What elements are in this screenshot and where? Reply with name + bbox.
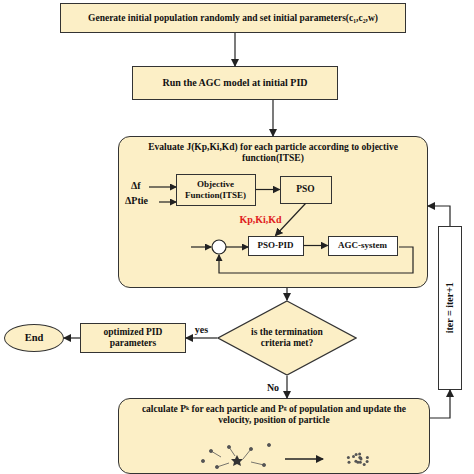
connector-arrow <box>234 33 235 66</box>
iteration-box: iter = iter+1 <box>438 226 462 390</box>
node-text: iter = iter+1 <box>444 282 456 333</box>
start-box: Generate initial population randomly and… <box>60 3 406 33</box>
node-text: is the termination criteria met? <box>251 327 323 349</box>
connector-arrow <box>64 337 80 338</box>
connector-arrow <box>186 337 217 338</box>
update-box: calculate Pᵏ for each particle and Pᵍ of… <box>118 398 430 474</box>
pso-box: PSO <box>280 176 332 204</box>
diamond-shape <box>218 301 356 375</box>
node-text: Generate initial population randomly and… <box>88 13 378 24</box>
evaluation-panel: Evaluate J(Kp,Ki,Kd) for each particle a… <box>118 136 428 288</box>
process-box: Run the AGC model at initial PID <box>132 66 338 100</box>
objective-box: Objective Function(ITSE) <box>176 174 256 206</box>
scattered-particles <box>201 443 270 468</box>
result-box: optimized PID parameters <box>80 323 186 353</box>
summing-junction <box>212 240 226 254</box>
connector-arrow <box>256 189 280 190</box>
error-wire <box>226 246 248 247</box>
connector-arrow <box>286 288 287 300</box>
converged-particles <box>347 452 369 466</box>
node-text: Evaluate J(Kp,Ki,Kd) for each particle a… <box>125 142 421 164</box>
convergence-arrow <box>285 458 323 459</box>
node-text: End <box>25 332 44 344</box>
node-text: optimized PID parameters <box>87 327 179 349</box>
edge-label: yes <box>194 324 209 335</box>
controller-box: PSO-PID <box>248 236 304 256</box>
node-text: AGC-system <box>338 240 387 250</box>
decision-diamond: is the termination criteria met? <box>217 300 357 376</box>
input-arrow <box>159 201 176 202</box>
connector-arrow <box>304 245 328 246</box>
signal-name: ΔPtie <box>125 195 148 206</box>
reference-wire <box>191 246 211 247</box>
end-terminal: End <box>4 324 64 352</box>
connector-arrow <box>286 376 287 398</box>
connector-arrow <box>272 100 273 136</box>
connector-arrow <box>430 390 450 418</box>
node-text: PSO <box>296 184 314 195</box>
node-text: Run the AGC model at initial PID <box>162 77 307 89</box>
node-text: PSO-PID <box>258 240 294 250</box>
input-arrow <box>149 186 176 187</box>
signal-name: Δf <box>131 180 141 191</box>
edge-label: No <box>266 382 280 393</box>
connector-arrow <box>428 206 450 226</box>
plant-box: AGC-system <box>328 236 398 256</box>
node-text: calculate Pᵏ for each particle and Pᵍ of… <box>125 404 423 426</box>
node-text: Objective Function(ITSE) <box>183 179 249 200</box>
edge-label: Kp,Ki,Kd <box>238 214 282 225</box>
